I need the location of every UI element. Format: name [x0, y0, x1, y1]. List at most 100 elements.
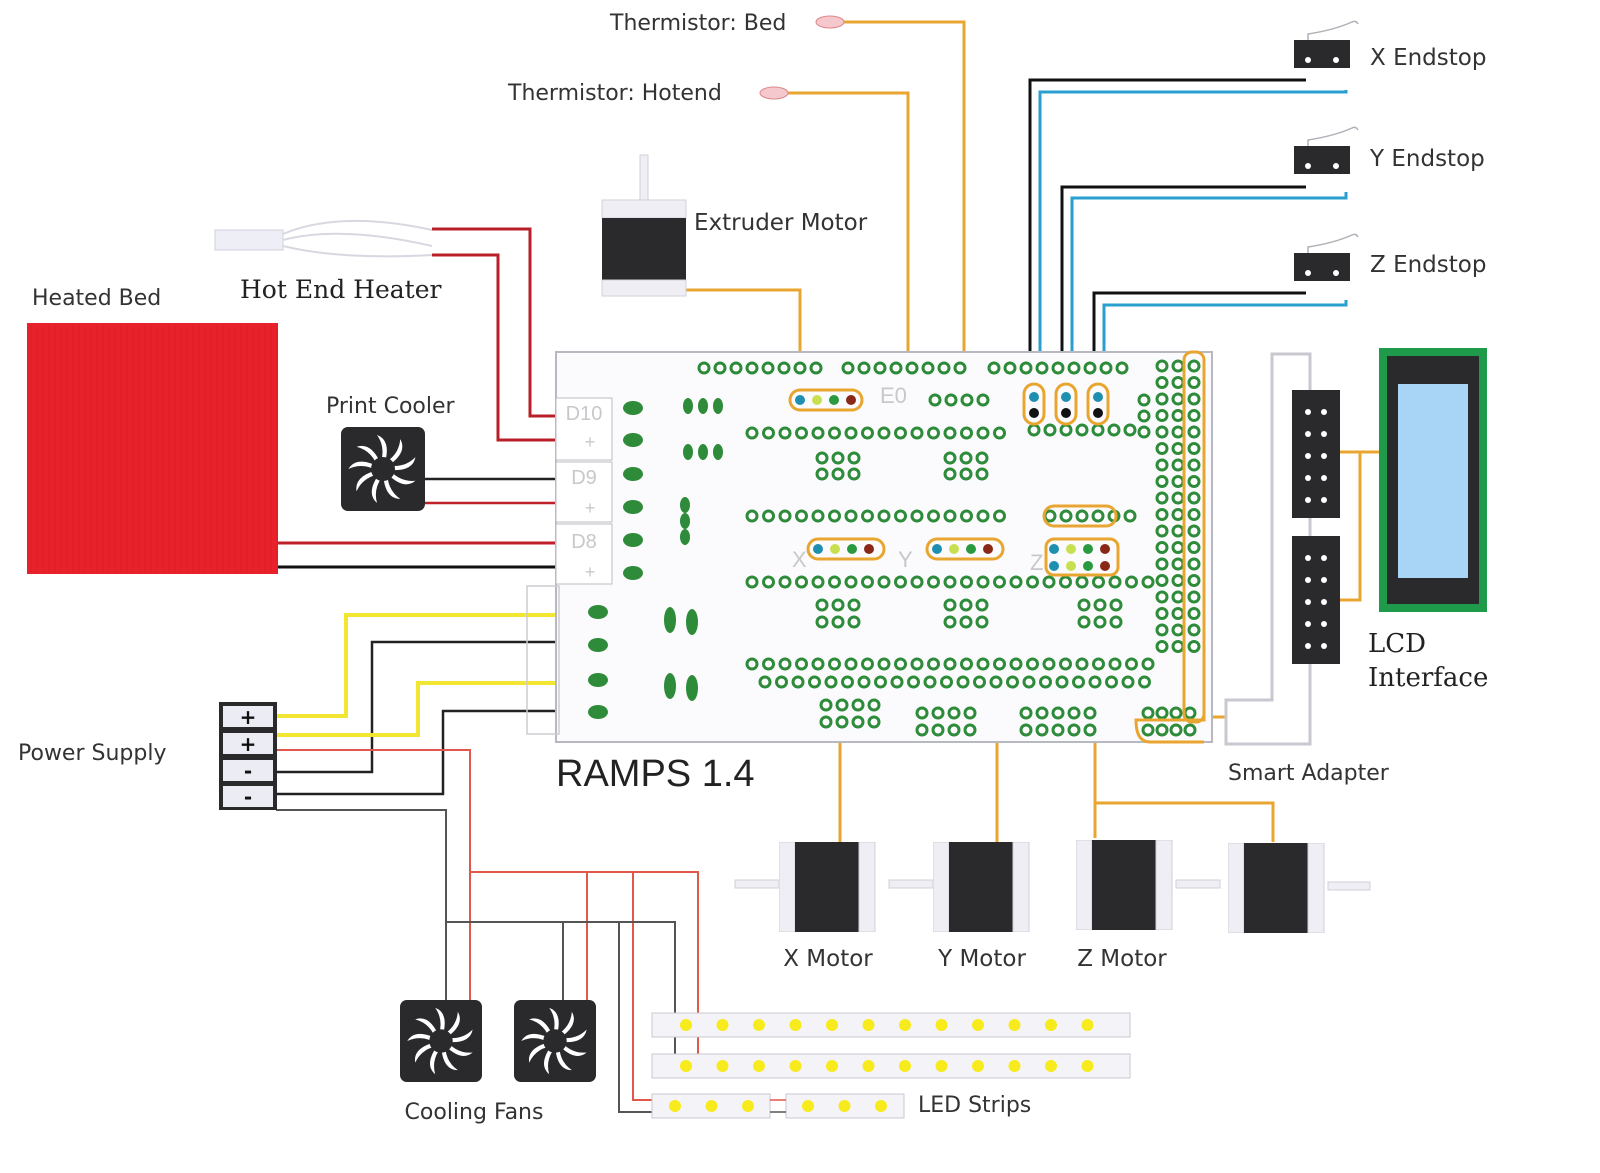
pcb-pad [1171, 557, 1185, 571]
pcb-pad [1083, 361, 1097, 375]
pcb-pad [1055, 675, 1069, 689]
led [680, 1060, 692, 1072]
pcb-pad [835, 698, 849, 712]
pcb-pad [1077, 615, 1091, 629]
fuse-pad [664, 607, 676, 633]
pcb-pad [1155, 524, 1169, 538]
smart-adapter: Smart Adapter [1224, 352, 1390, 786]
motor-connector-pin [829, 395, 839, 405]
psu-terminal-neg-2: - [244, 785, 252, 809]
pcb-pad [831, 615, 845, 629]
idc-pin [1321, 475, 1327, 481]
pcb-pad [775, 675, 788, 689]
idc-pin [1321, 453, 1327, 459]
pcb-pad [890, 675, 904, 689]
pcb-pad [861, 509, 874, 523]
pcb-pad [841, 361, 855, 375]
led [1081, 1060, 1094, 1072]
pcb-pad [778, 509, 792, 523]
pcb-pad [762, 426, 775, 440]
pcb-pad [960, 509, 973, 523]
pcb-pad [877, 575, 891, 589]
idc-pin [1305, 475, 1311, 481]
wire-psu-pos-1 [276, 613, 600, 718]
pcb-pad [959, 451, 973, 465]
motor-connector-pin [846, 395, 856, 405]
psu-terminal-neg-1: - [244, 759, 252, 783]
lcd-icon [1379, 348, 1487, 612]
pcb-pad [847, 598, 861, 612]
pcb-pad [959, 615, 973, 629]
mosfet-pad [713, 398, 723, 414]
pcb-terminal-pad [588, 673, 608, 687]
mosfet-pad [683, 398, 693, 414]
wire-aux-pos-bus [470, 871, 699, 1040]
led [972, 1060, 984, 1072]
idc-pin [1321, 431, 1327, 437]
led [972, 1019, 984, 1031]
idc-pin [1305, 577, 1311, 583]
pcb-terminal-pad [588, 605, 608, 619]
pcb-pad [1075, 509, 1089, 523]
pcb-pad [907, 675, 920, 689]
pcb-pad [1075, 575, 1089, 589]
pcb-terminal-pad [623, 433, 643, 447]
pcb-pad [815, 451, 829, 465]
pcb-pad [894, 426, 907, 440]
led [742, 1100, 754, 1112]
motor-connector-pin [864, 544, 874, 554]
z-endstop: Z Endstop [1294, 233, 1486, 282]
pcb-pad [1169, 723, 1183, 737]
highlighted-connectors [788, 350, 1206, 744]
wire-adapter-lcd-2 [1340, 452, 1362, 602]
motor-connector-pin [1066, 561, 1076, 571]
pcb-pad [1187, 458, 1201, 472]
motor-connector-pin [1100, 561, 1110, 571]
led [716, 1019, 729, 1031]
led [1008, 1019, 1021, 1031]
wire-aux-gnd-led3 [618, 922, 656, 1113]
pcb-pad [877, 657, 891, 671]
pcb-pad [1091, 423, 1105, 437]
stepper-motor-icon [601, 154, 687, 297]
pcb-pad [927, 575, 940, 589]
pcb-pad [1187, 376, 1201, 389]
pcb-pad [762, 575, 775, 589]
pcb-pad [1171, 607, 1185, 620]
pcb-pad [1141, 706, 1155, 720]
pcb-pad [828, 426, 841, 440]
pcb-pad [777, 361, 791, 375]
heated-bed-label: Heated Bed [32, 286, 161, 311]
pcb-pad [1093, 615, 1107, 629]
endstop-switch-icon [1294, 233, 1359, 282]
pcb-pad [811, 575, 825, 589]
pcb-pad [1105, 675, 1118, 689]
mosfet-pad [680, 497, 690, 513]
pcb-pad [1155, 442, 1169, 455]
pcb-pad [960, 657, 973, 671]
endstop-pin-ground [1061, 408, 1071, 418]
pcb-pad [831, 598, 845, 612]
pcb-pad [808, 675, 821, 689]
wire-x-endstop-gnd [1028, 78, 1306, 410]
pcb-pad [867, 715, 881, 729]
pcb-pad [1107, 423, 1121, 437]
y-motor-label: Y Motor [937, 946, 1026, 972]
pcb-terminal-pad [623, 500, 643, 514]
lcd-interface: LCD Interface [1368, 348, 1488, 693]
pcb-pad [1137, 425, 1151, 439]
motor-connector-pin [1083, 561, 1093, 571]
motor-connector-pin [966, 544, 976, 554]
pcb-pad [1171, 574, 1185, 587]
pcb-pad [847, 451, 861, 465]
pcb-pad [1099, 361, 1113, 375]
pcb-pad [729, 361, 743, 375]
heated-bed-icon [27, 323, 278, 574]
driver-label-z: Z [1030, 550, 1043, 575]
pcb-pad [1155, 557, 1169, 571]
pcb-pad [1043, 423, 1057, 437]
thermistor-bed-label: Thermistor: Bed [609, 11, 786, 36]
pcb-pad [877, 509, 891, 523]
wire-aux-gnd [276, 809, 447, 1000]
fan-icon [341, 427, 425, 511]
